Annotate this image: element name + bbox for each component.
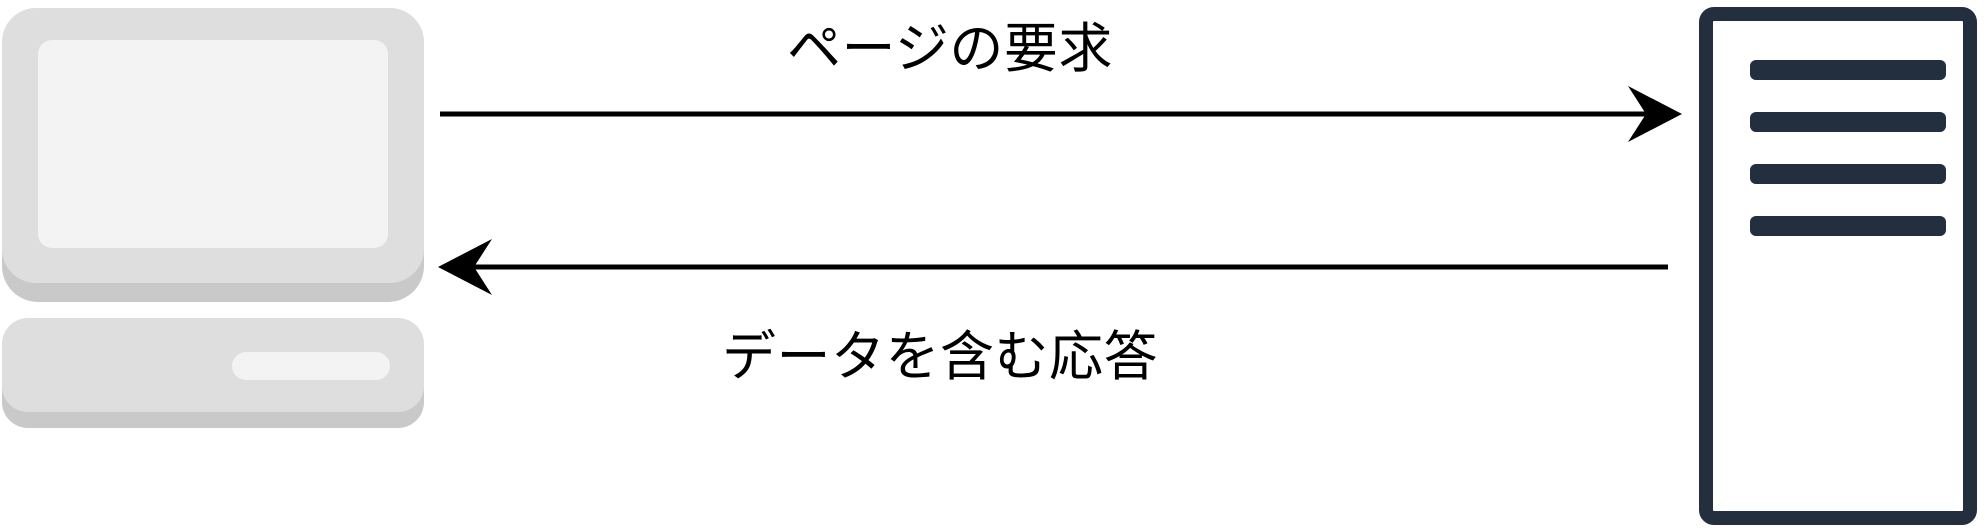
- client-computer-icon: [2, 8, 424, 428]
- server-icon: [1699, 7, 1977, 525]
- request-arrow: [440, 86, 1682, 142]
- response-label: データを含む応答: [722, 325, 1158, 388]
- response-arrow: [438, 239, 1668, 295]
- request-label: ページの要求: [787, 17, 1113, 80]
